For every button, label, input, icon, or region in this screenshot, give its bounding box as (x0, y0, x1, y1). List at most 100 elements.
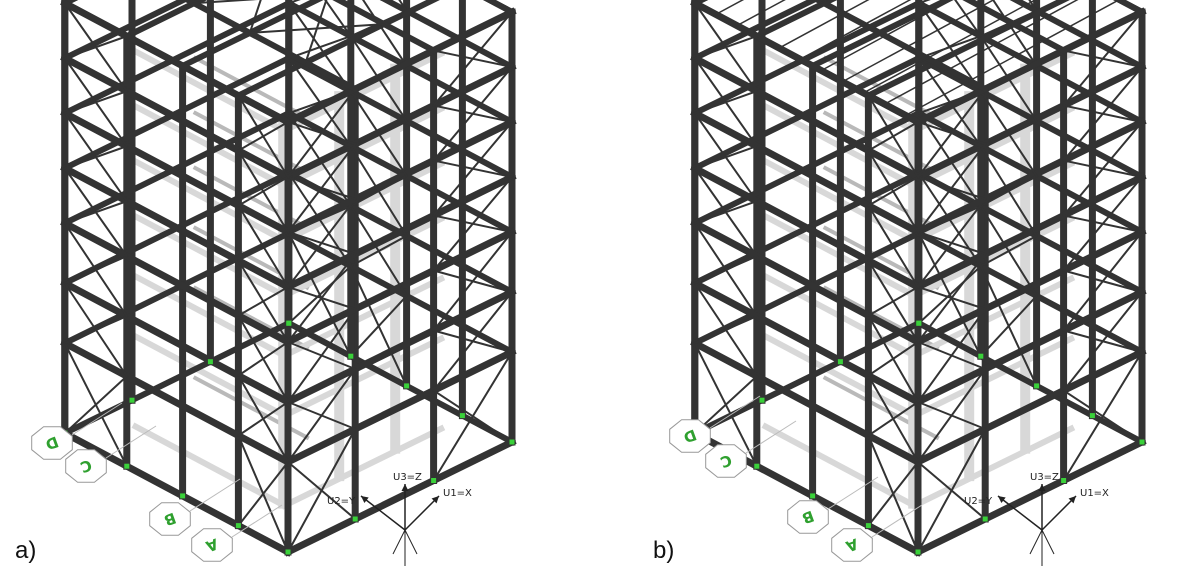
axis-tail (392, 529, 406, 555)
perimeter-beam (690, 0, 923, 118)
u1-arrow-icon-head (1068, 496, 1076, 504)
x-brace (432, 269, 514, 294)
x-brace (286, 175, 357, 201)
x-brace (1062, 329, 1144, 354)
axis-triad: U1=XU2=YU3=Z (327, 472, 472, 566)
perimeter-beam (690, 0, 821, 63)
x-brace (349, 119, 408, 148)
x-brace (866, 460, 920, 528)
x-brace (63, 89, 129, 115)
perimeter-beam (690, 319, 923, 438)
roof-beam (962, 0, 1068, 55)
perimeter-beam (283, 117, 517, 237)
support-marker (348, 353, 354, 359)
x-brace (867, 230, 920, 262)
perimeter-beam (690, 163, 923, 292)
x-brace (324, 0, 353, 38)
x-brace (248, 23, 386, 34)
perimeter-beam (914, 109, 1147, 237)
roof-beam (808, 0, 954, 70)
x-brace (63, 144, 129, 170)
grid-bubble (65, 449, 107, 483)
x-brace (867, 175, 920, 207)
perimeter-beam (913, 287, 1147, 407)
perimeter-beam (284, 0, 517, 127)
perimeter-beam (60, 319, 293, 438)
x-brace (432, 329, 514, 354)
interior-beam (280, 104, 446, 190)
roof-beam (283, 7, 517, 127)
support-marker (404, 383, 410, 389)
roof-beam (332, 0, 438, 55)
roof-truss (862, 0, 1037, 94)
perimeter-beam (914, 54, 1147, 182)
x-brace (237, 285, 290, 317)
x-brace (916, 120, 987, 146)
perimeter-beam (60, 0, 191, 63)
x-brace (432, 104, 514, 124)
x-brace (693, 199, 759, 225)
roof-beam (913, 7, 1147, 127)
perimeter-beam (690, 229, 923, 348)
interior-beam (910, 104, 1076, 190)
interior-beam (910, 424, 1076, 510)
roof-truss (841, 0, 995, 83)
perimeter-beam (913, 347, 1147, 467)
support-marker (837, 359, 843, 365)
u3-arrow-icon-head (1038, 484, 1046, 491)
support-marker (285, 549, 291, 555)
roof-truss (904, 0, 1121, 117)
x-brace (916, 285, 987, 311)
x-brace (867, 400, 920, 437)
x-brace (693, 34, 759, 60)
x-brace (349, 174, 408, 208)
support-marker (207, 359, 213, 365)
x-brace (432, 389, 514, 444)
x-brace (693, 374, 759, 435)
perimeter-beam (60, 428, 293, 557)
x-brace (979, 174, 1038, 208)
interior-beam (761, 332, 919, 420)
x-brace (917, 204, 983, 235)
grid-line (871, 504, 923, 538)
perimeter-beam (60, 108, 293, 237)
roof-truss (883, 0, 1079, 106)
interior-beam (280, 334, 446, 420)
x-brace (287, 34, 353, 60)
x-brace (286, 400, 357, 431)
perimeter-beam (60, 0, 293, 118)
grid-bubble (787, 500, 829, 534)
axis-label-u3: U3=Z (393, 472, 422, 483)
interior-beam (280, 49, 446, 135)
perimeter-beam (283, 172, 517, 292)
x-brace (693, 144, 759, 170)
x-brace (1062, 104, 1144, 124)
axis-tail (1041, 529, 1055, 555)
x-brace (1062, 49, 1144, 69)
support-marker (978, 353, 984, 359)
interior-beam (280, 424, 446, 510)
support-marker (235, 523, 241, 529)
support-marker (1034, 383, 1040, 389)
u2-arrow-icon (360, 495, 406, 531)
x-brace (916, 340, 987, 371)
x-brace (286, 340, 357, 371)
roof-beam (60, 0, 293, 127)
perimeter-beam (690, 108, 923, 237)
roof-beam (122, 0, 208, 41)
perimeter-beam (914, 229, 1147, 357)
perimeter-beam (690, 109, 923, 228)
panel-caption-b: b) (653, 537, 675, 564)
support-marker (865, 523, 871, 529)
perimeter-beam (60, 218, 293, 347)
x-brace (954, 0, 983, 38)
grid-line (71, 402, 123, 436)
perimeter-beam (690, 278, 923, 407)
grid-bubble (831, 528, 873, 562)
x-brace (917, 264, 983, 325)
x-brace (63, 34, 129, 60)
grid-line (709, 395, 761, 429)
x-brace (693, 254, 759, 285)
roof-truss (735, 0, 786, 27)
